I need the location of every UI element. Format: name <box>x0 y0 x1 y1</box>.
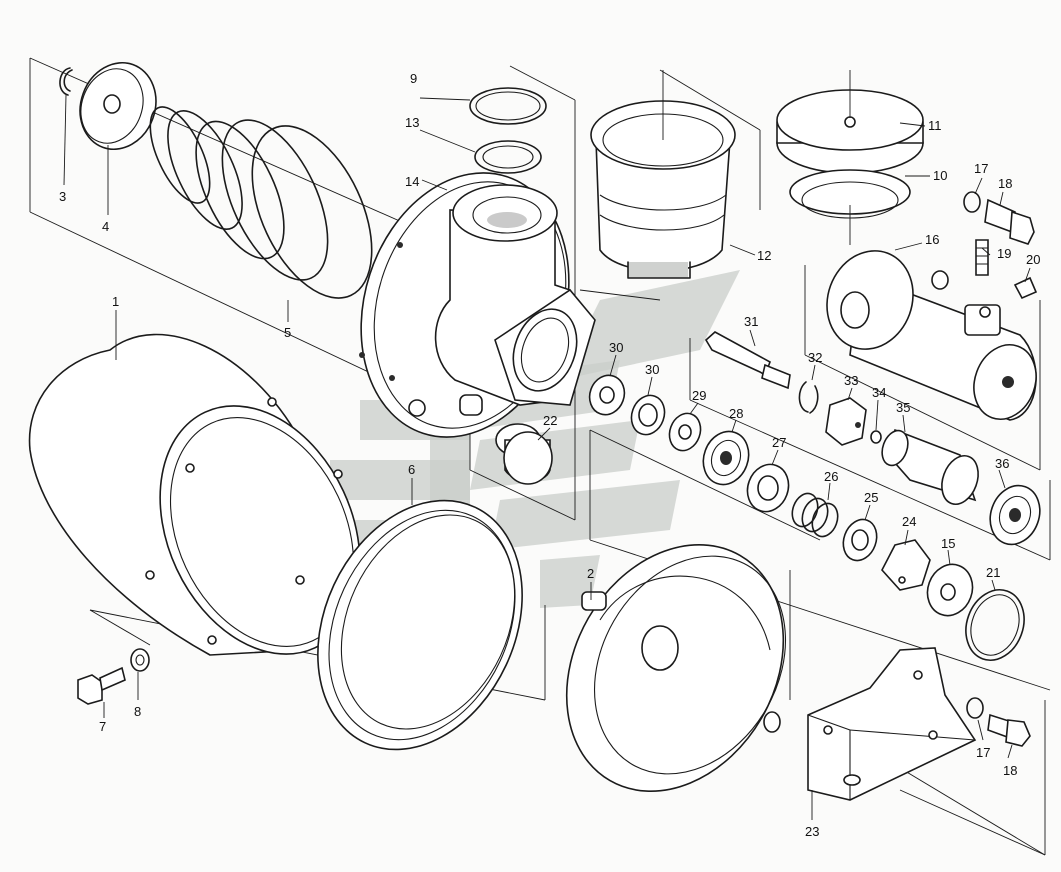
nut-part-33 <box>825 397 867 446</box>
seal-part-36 <box>989 484 1041 546</box>
label-6: 6 <box>408 462 415 477</box>
label-30-first: 30 <box>609 340 623 355</box>
label-3: 3 <box>59 189 66 204</box>
bolt-part-18-bottom <box>987 713 1031 747</box>
plug-part-22 <box>495 423 553 485</box>
o-ring-part-13 <box>474 140 542 174</box>
cap-part-11 <box>776 70 924 174</box>
label-leaders <box>103 97 1031 820</box>
washer-part-30-second <box>630 394 666 436</box>
plate-part-24 <box>881 539 931 591</box>
label-29: 29 <box>692 388 706 403</box>
o-ring-part-9 <box>469 87 547 125</box>
nipple-part-20 <box>1013 276 1038 300</box>
label-21: 21 <box>986 565 1000 580</box>
label-7: 7 <box>99 719 106 734</box>
spring-part-26 <box>791 492 839 538</box>
washer-part-17-bottom <box>966 697 984 719</box>
label-4: 4 <box>102 219 109 234</box>
label-33: 33 <box>844 373 858 388</box>
label-22: 22 <box>543 413 557 428</box>
housing-part-14 <box>359 172 596 438</box>
bracket-part-23 <box>807 647 977 801</box>
o-ring-part-21 <box>965 589 1025 661</box>
ring-part-6 <box>317 499 523 751</box>
nipple-part-19 <box>975 239 989 276</box>
label-18-bottom: 18 <box>1003 763 1017 778</box>
washer-part-25 <box>842 518 878 562</box>
label-23: 23 <box>805 824 819 839</box>
snap-ring-part-32 <box>798 381 819 414</box>
label-2: 2 <box>587 566 594 581</box>
cylinder-part-16 <box>826 250 1037 421</box>
label-15: 15 <box>941 536 955 551</box>
label-31: 31 <box>744 314 758 329</box>
label-20: 20 <box>1026 252 1040 267</box>
label-14: 14 <box>405 174 419 189</box>
label-8: 8 <box>134 704 141 719</box>
label-30-second: 30 <box>645 362 659 377</box>
label-27: 27 <box>772 435 786 450</box>
label-9: 9 <box>410 71 417 86</box>
bearing-part-28 <box>702 430 750 486</box>
part-labels: 1 2 3 4 5 6 7 8 9 10 11 12 13 14 15 16 1… <box>59 71 1040 839</box>
coil-spring-part-5 <box>149 106 373 322</box>
washer-part-34 <box>870 430 882 444</box>
label-1: 1 <box>112 294 119 309</box>
label-16: 16 <box>925 232 939 247</box>
label-26: 26 <box>824 469 838 484</box>
washer-part-29 <box>668 412 702 452</box>
filter-cartridge-part-12 <box>590 70 736 279</box>
drum-part-1 <box>28 333 361 656</box>
label-17-top: 17 <box>974 161 988 176</box>
label-5: 5 <box>284 325 291 340</box>
washer-part-17-top <box>963 191 981 213</box>
label-36: 36 <box>995 456 1009 471</box>
label-28: 28 <box>729 406 743 421</box>
label-12: 12 <box>757 248 771 263</box>
bolt-part-18-top <box>984 198 1035 245</box>
bolt-part-7 <box>77 666 126 705</box>
label-24: 24 <box>902 514 916 529</box>
pin-part-31 <box>704 331 791 390</box>
bushing-part-27 <box>746 463 790 513</box>
piston-part-35 <box>881 428 979 506</box>
label-13: 13 <box>405 115 419 130</box>
washer-part-8 <box>130 648 150 672</box>
label-18-top: 18 <box>998 176 1012 191</box>
snap-ring-part-3 <box>59 67 73 186</box>
washer-part-30-first <box>588 374 626 416</box>
label-11: 11 <box>928 118 942 133</box>
gasket-part-10 <box>789 169 911 245</box>
spring-seat-part-4 <box>79 61 157 215</box>
label-35: 35 <box>896 400 910 415</box>
label-34: 34 <box>872 385 886 400</box>
label-17-bottom: 17 <box>976 745 990 760</box>
label-32: 32 <box>808 350 822 365</box>
cover-part-2 <box>565 544 787 792</box>
label-19: 19 <box>997 246 1011 261</box>
label-25: 25 <box>864 490 878 505</box>
washer-part-15 <box>926 563 974 617</box>
label-10: 10 <box>933 168 947 183</box>
